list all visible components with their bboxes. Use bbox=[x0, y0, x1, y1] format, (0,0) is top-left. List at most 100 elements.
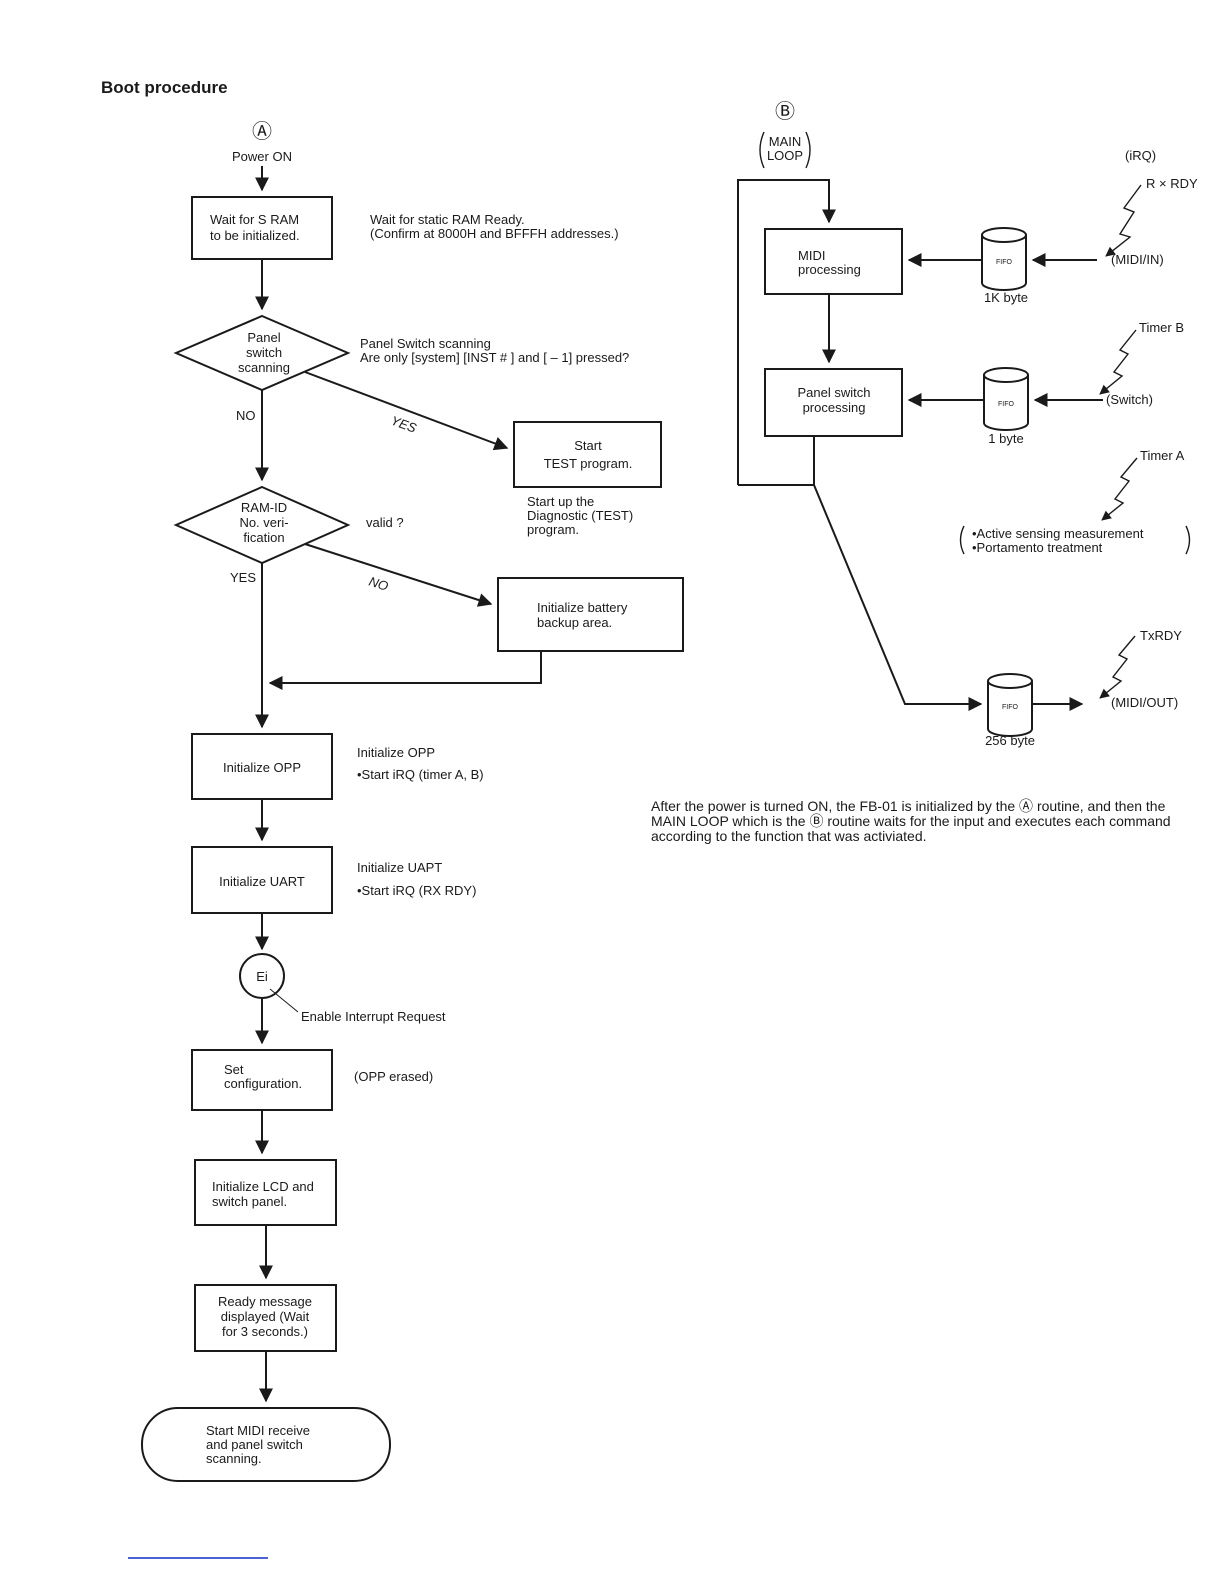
midi-in-label: (MIDI/IN) bbox=[1111, 252, 1164, 267]
footer-rule bbox=[128, 1557, 268, 1559]
init-uart-note-1: Initialize UAPT bbox=[357, 860, 442, 875]
panel-processing-line-1: Panel switch bbox=[798, 385, 871, 400]
test-program-note-3: program. bbox=[527, 522, 579, 537]
start-midi-line-1: Start MIDI receive bbox=[206, 1423, 310, 1438]
battery-line-1: Initialize battery bbox=[537, 600, 628, 615]
ei-node: Ei bbox=[239, 953, 285, 999]
panel-scan-line-2: switch bbox=[246, 345, 282, 360]
ready-msg-line-2: displayed (Wait bbox=[221, 1309, 310, 1324]
midi-processing-box: MIDI processing bbox=[764, 228, 903, 295]
init-opp-box: Initialize OPP bbox=[191, 733, 333, 800]
timer-b-bolt bbox=[1099, 329, 1137, 395]
timer-a-note-1: •Active sensing measurement bbox=[972, 526, 1144, 541]
timer-b-label: Timer B bbox=[1139, 320, 1184, 335]
timer-a-paren-left bbox=[959, 525, 965, 555]
init-opp-note-1: Initialize OPP bbox=[357, 745, 435, 760]
fifo-1k-size: 1K byte bbox=[984, 290, 1028, 305]
wait-sram-note-1: Wait for static RAM Ready. bbox=[370, 212, 525, 227]
ram-id-line-1: RAM-ID bbox=[241, 500, 287, 515]
test-program-line-2: TEST program. bbox=[544, 456, 633, 471]
panel-processing-box: Panel switch processing bbox=[764, 368, 903, 437]
fifo-256: FIFO bbox=[987, 673, 1033, 737]
test-program-line-1: Start bbox=[574, 438, 602, 453]
rx-rdy-bolt bbox=[1105, 184, 1142, 257]
routine-b-marker: Ⓑ bbox=[775, 100, 795, 123]
init-lcd-box: Initialize LCD and switch panel. bbox=[194, 1159, 337, 1226]
ram-id-decision: RAM-ID No. veri- fication bbox=[173, 485, 351, 565]
main-loop-line-2: LOOP bbox=[767, 148, 803, 163]
ei-note: Enable Interrupt Request bbox=[301, 1009, 446, 1024]
test-program-note-2: Diagnostic (TEST) bbox=[527, 508, 633, 523]
midi-processing-line-1: MIDI bbox=[798, 248, 825, 263]
wait-sram-line-2: to be initialized. bbox=[210, 228, 300, 243]
main-loop-paren-left bbox=[759, 131, 765, 169]
set-config-note: (OPP erased) bbox=[354, 1069, 433, 1084]
main-loop-line-1: MAIN bbox=[769, 134, 802, 149]
init-opp-note-2: •Start iRQ (timer A, B) bbox=[357, 767, 484, 782]
ei-leader-line bbox=[269, 988, 299, 1013]
panel-scan-note-1: Panel Switch scanning bbox=[360, 336, 491, 351]
init-lcd-line-2: switch panel. bbox=[212, 1194, 287, 1209]
arrow-panel-yes bbox=[304, 371, 509, 451]
power-on-label: Power ON bbox=[232, 149, 292, 164]
test-program-box: Start TEST program. bbox=[513, 421, 662, 488]
set-config-line-1: Set bbox=[224, 1062, 244, 1077]
battery-line-2: backup area. bbox=[537, 615, 612, 630]
panel-scan-yes-label: YES bbox=[389, 413, 419, 436]
set-config-box: Set configuration. bbox=[191, 1049, 333, 1111]
main-loop-paren-right bbox=[805, 131, 811, 169]
ei-label: Ei bbox=[256, 969, 268, 984]
init-lcd-line-1: Initialize LCD and bbox=[212, 1179, 314, 1194]
arrow-ram-no bbox=[304, 543, 493, 607]
tx-rdy-bolt bbox=[1099, 635, 1136, 699]
ram-id-line-2: No. veri- bbox=[239, 515, 288, 530]
test-program-note-1: Start up the bbox=[527, 494, 594, 509]
fifo-256-label: FIFO bbox=[1002, 704, 1018, 711]
start-midi-line-2: and panel switch bbox=[206, 1437, 303, 1452]
page-title: Boot procedure bbox=[101, 78, 228, 97]
timer-a-label: Timer A bbox=[1140, 448, 1185, 463]
main-loop-top-arrow bbox=[737, 179, 836, 485]
init-uart-box: Initialize UART bbox=[191, 846, 333, 914]
rx-rdy-label: R × RDY bbox=[1146, 176, 1198, 191]
fifo-1-label: FIFO bbox=[998, 401, 1014, 408]
ram-id-line-3: fication bbox=[243, 530, 284, 545]
init-opp-label: Initialize OPP bbox=[223, 760, 301, 775]
wait-sram-line-1: Wait for S RAM bbox=[210, 212, 299, 227]
timer-a-paren-right bbox=[1185, 525, 1191, 555]
timer-a-bolt bbox=[1101, 457, 1138, 521]
wait-sram-box: Wait for S RAM to be initialized. bbox=[191, 196, 333, 260]
wait-sram-note-2: (Confirm at 8000H and BFFFH addresses.) bbox=[370, 226, 619, 241]
timer-a-note-2: •Portamento treatment bbox=[972, 540, 1103, 555]
irq-label: (iRQ) bbox=[1125, 148, 1156, 163]
arrow-loop-to-fifo256 bbox=[813, 484, 983, 711]
start-midi-line-3: scanning. bbox=[206, 1451, 262, 1466]
ram-id-no-label: NO bbox=[367, 574, 390, 594]
panel-scan-decision: Panel switch scanning bbox=[173, 314, 351, 392]
init-uart-label: Initialize UART bbox=[219, 874, 305, 889]
ram-id-yes-label: YES bbox=[230, 570, 256, 585]
fifo-1: FIFO bbox=[983, 367, 1029, 431]
ready-msg-line-3: for 3 seconds.) bbox=[222, 1324, 308, 1339]
description-paragraph: After the power is turned ON, the FB-01 … bbox=[651, 798, 1171, 844]
set-config-line-2: configuration. bbox=[224, 1076, 302, 1091]
init-uart-note-2: •Start iRQ (RX RDY) bbox=[357, 883, 476, 898]
ram-id-note: valid ? bbox=[366, 515, 404, 530]
midi-processing-line-2: processing bbox=[798, 262, 861, 277]
arrow-battery-return bbox=[268, 651, 542, 690]
fifo-1k: FIFO bbox=[981, 227, 1027, 291]
panel-scan-note-2: Are only [system] [INST # ] and [ – 1] p… bbox=[360, 350, 629, 365]
ready-msg-line-1: Ready message bbox=[218, 1294, 312, 1309]
start-midi-terminal: Start MIDI receive and panel switch scan… bbox=[141, 1407, 391, 1482]
tx-rdy-label: TxRDY bbox=[1140, 628, 1182, 643]
ready-msg-box: Ready message displayed (Wait for 3 seco… bbox=[194, 1284, 337, 1352]
panel-scan-no-label: NO bbox=[236, 408, 256, 423]
fifo-256-size: 256 byte bbox=[985, 733, 1035, 748]
fifo-1-size: 1 byte bbox=[988, 431, 1023, 446]
panel-scan-line-1: Panel bbox=[247, 330, 280, 345]
switch-label: (Switch) bbox=[1106, 392, 1153, 407]
panel-processing-line-2: processing bbox=[803, 400, 866, 415]
battery-box: Initialize battery backup area. bbox=[497, 577, 684, 652]
